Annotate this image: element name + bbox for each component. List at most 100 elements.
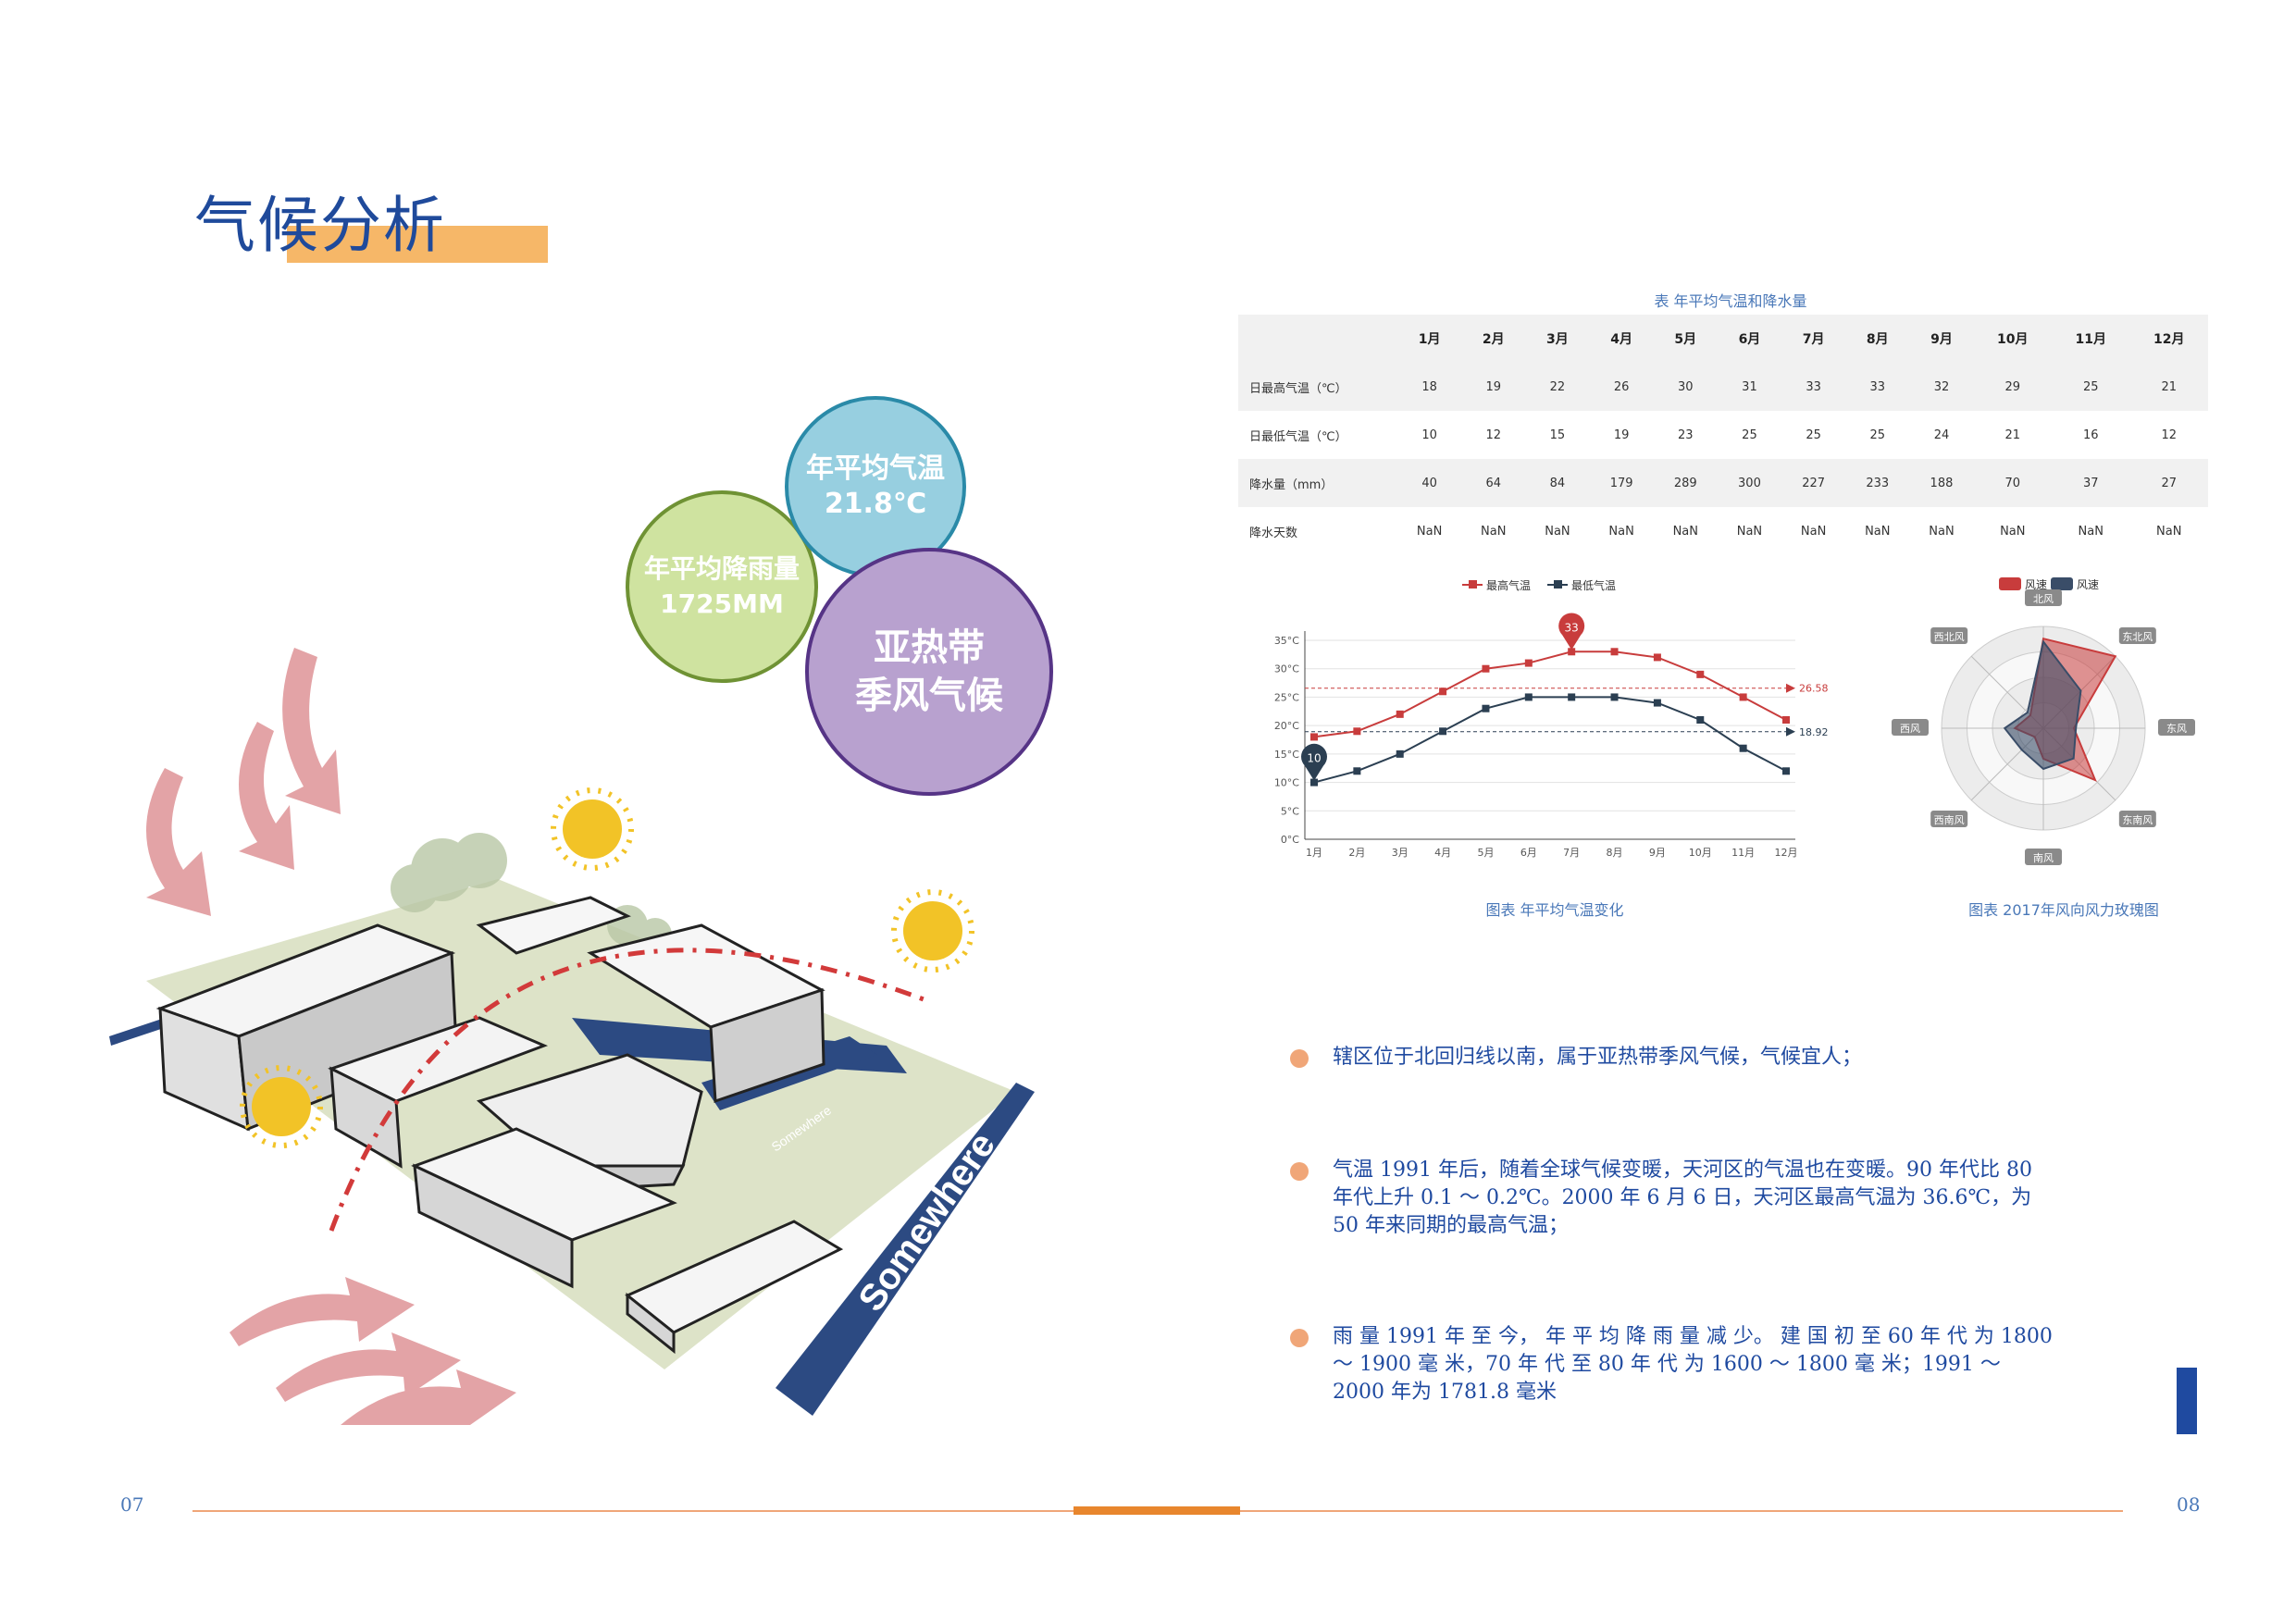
x-tick-label: 12月 <box>1775 847 1798 859</box>
page-title: 气候分析 <box>194 190 446 261</box>
legend-label: 最高气温 <box>1486 578 1531 592</box>
table-cell: 289 <box>1673 476 1697 490</box>
data-point <box>1439 727 1447 736</box>
table-cell: 16 <box>2082 427 2099 442</box>
direction-label: 东南风 <box>2122 814 2153 826</box>
data-point <box>1310 733 1318 741</box>
direction-badge <box>2118 810 2156 827</box>
legend-swatch <box>2051 577 2073 590</box>
max-pin-icon <box>1558 613 1585 650</box>
radar-series <box>2003 639 2082 771</box>
legend-swatch <box>1999 577 2021 590</box>
x-tick-label: 6月 <box>1520 847 1537 859</box>
table-header-empty <box>1238 315 1397 363</box>
data-point <box>1524 659 1533 667</box>
x-tick-label: 7月 <box>1563 847 1580 859</box>
paragraph-text: 辖区位于北回归线以南，属于亚热带季风气候，气候宜人； <box>1333 1046 1863 1069</box>
x-tick-label: 4月 <box>1434 847 1451 859</box>
table-cell: 25 <box>2082 379 2099 394</box>
page-number-right: 08 <box>2177 1493 2201 1516</box>
table-cell: NaN <box>1481 524 1507 539</box>
data-point <box>1653 653 1661 662</box>
paragraph-text: 雨 量 1991 年 至 今， 年 平 均 降 雨 量 减 少。 建 国 初 至… <box>1333 1325 2053 1404</box>
table-cell: 188 <box>1930 476 1954 490</box>
x-tick-label: 9月 <box>1649 847 1666 859</box>
table-cell: 19 <box>1613 427 1630 442</box>
table-cell: 300 <box>1738 476 1761 490</box>
paragraph-temperature: 气温 1991 年后，随着全球气候变暖，天河区的气温也在变暖。90 年代比 80… <box>1290 1157 2054 1240</box>
table-cell: 233 <box>1866 476 1890 490</box>
table-cell: NaN <box>1416 524 1443 539</box>
table-cell: 179 <box>1609 476 1633 490</box>
data-point <box>1610 693 1619 701</box>
sun-icon <box>551 787 634 871</box>
data-point <box>1482 664 1490 673</box>
bullet-dot-icon <box>1290 1329 1309 1347</box>
data-point <box>1310 778 1318 787</box>
climate-line-2: 季风气候 <box>855 675 1003 717</box>
road-main <box>776 1083 1035 1416</box>
table-cell: NaN <box>2000 524 2026 539</box>
table-cell: 10 <box>1421 427 1437 442</box>
data-point <box>1439 688 1447 696</box>
data-point <box>1782 767 1790 775</box>
month-header: 9月 <box>1930 332 1953 347</box>
month-header: 11月 <box>2075 332 2106 347</box>
x-tick-label: 5月 <box>1477 847 1494 859</box>
direction-badge <box>1930 810 1968 827</box>
data-point <box>1568 648 1576 656</box>
building-bottom <box>411 1127 844 1355</box>
table-cell: NaN <box>1672 524 1698 539</box>
table-header-row: 1月 2月 3月 4月 5月 6月 7月 8月 9月 10月 11月 12月 <box>1238 315 2208 363</box>
road-west-arrow <box>109 1018 167 1046</box>
data-point <box>1353 727 1361 736</box>
x-tick-label: 3月 <box>1392 847 1409 859</box>
series-line <box>1313 650 1787 738</box>
average-label: 26.58 <box>1799 683 1829 695</box>
data-point <box>1653 699 1661 707</box>
direction-badge <box>2025 589 2062 606</box>
page-number-left: 07 <box>120 1493 144 1516</box>
direction-label: 南风 <box>2033 852 2054 864</box>
data-point <box>1696 716 1705 724</box>
site-climate-illustration: Somewhere Somewhere <box>109 648 1035 1425</box>
min-marker-label: 10 <box>1307 752 1321 765</box>
direction-label: 北风 <box>2033 593 2054 605</box>
table-cell: NaN <box>1929 524 1955 539</box>
table-cell: NaN <box>2156 524 2182 539</box>
south-wind-arrows-icon <box>230 1277 516 1425</box>
month-header: 2月 <box>1482 332 1505 347</box>
y-tick-label: 10°C <box>1274 777 1299 789</box>
wind-legend: 风速风速 <box>1999 577 2099 591</box>
sun-icon <box>240 1065 323 1148</box>
annual-temperature-bubble: 年平均气温 21.8℃ <box>785 396 966 577</box>
table-cell: NaN <box>1545 524 1570 539</box>
rainfall-value: 1725MM <box>660 588 784 619</box>
table-cell: 12 <box>2161 427 2178 442</box>
table-cell: 18 <box>1421 379 1437 394</box>
building-right <box>476 896 825 1104</box>
temperature-value: 21.8℃ <box>824 488 927 520</box>
y-tick-label: 0°C <box>1281 834 1299 846</box>
table-cell: NaN <box>1736 524 1763 539</box>
table-cell: 26 <box>1613 379 1630 394</box>
month-header: 1月 <box>1418 332 1441 347</box>
table-cell: 25 <box>1806 427 1821 442</box>
x-tick-label: 10月 <box>1689 847 1712 859</box>
table-cell: 24 <box>1933 427 1950 442</box>
y-tick-label: 25°C <box>1274 691 1299 703</box>
data-point <box>1739 693 1747 701</box>
direction-badge <box>2158 719 2195 736</box>
average-arrow-icon <box>1786 726 1795 737</box>
table-cell: 19 <box>1485 379 1502 394</box>
table-cell: 33 <box>1869 379 1886 394</box>
average-arrow-icon <box>1786 683 1795 693</box>
y-tick-label: 30°C <box>1274 663 1299 675</box>
month-header: 3月 <box>1546 332 1569 347</box>
title-underline-bar <box>287 226 548 263</box>
data-point <box>1568 693 1576 701</box>
table-cell: 31 <box>1742 379 1757 394</box>
